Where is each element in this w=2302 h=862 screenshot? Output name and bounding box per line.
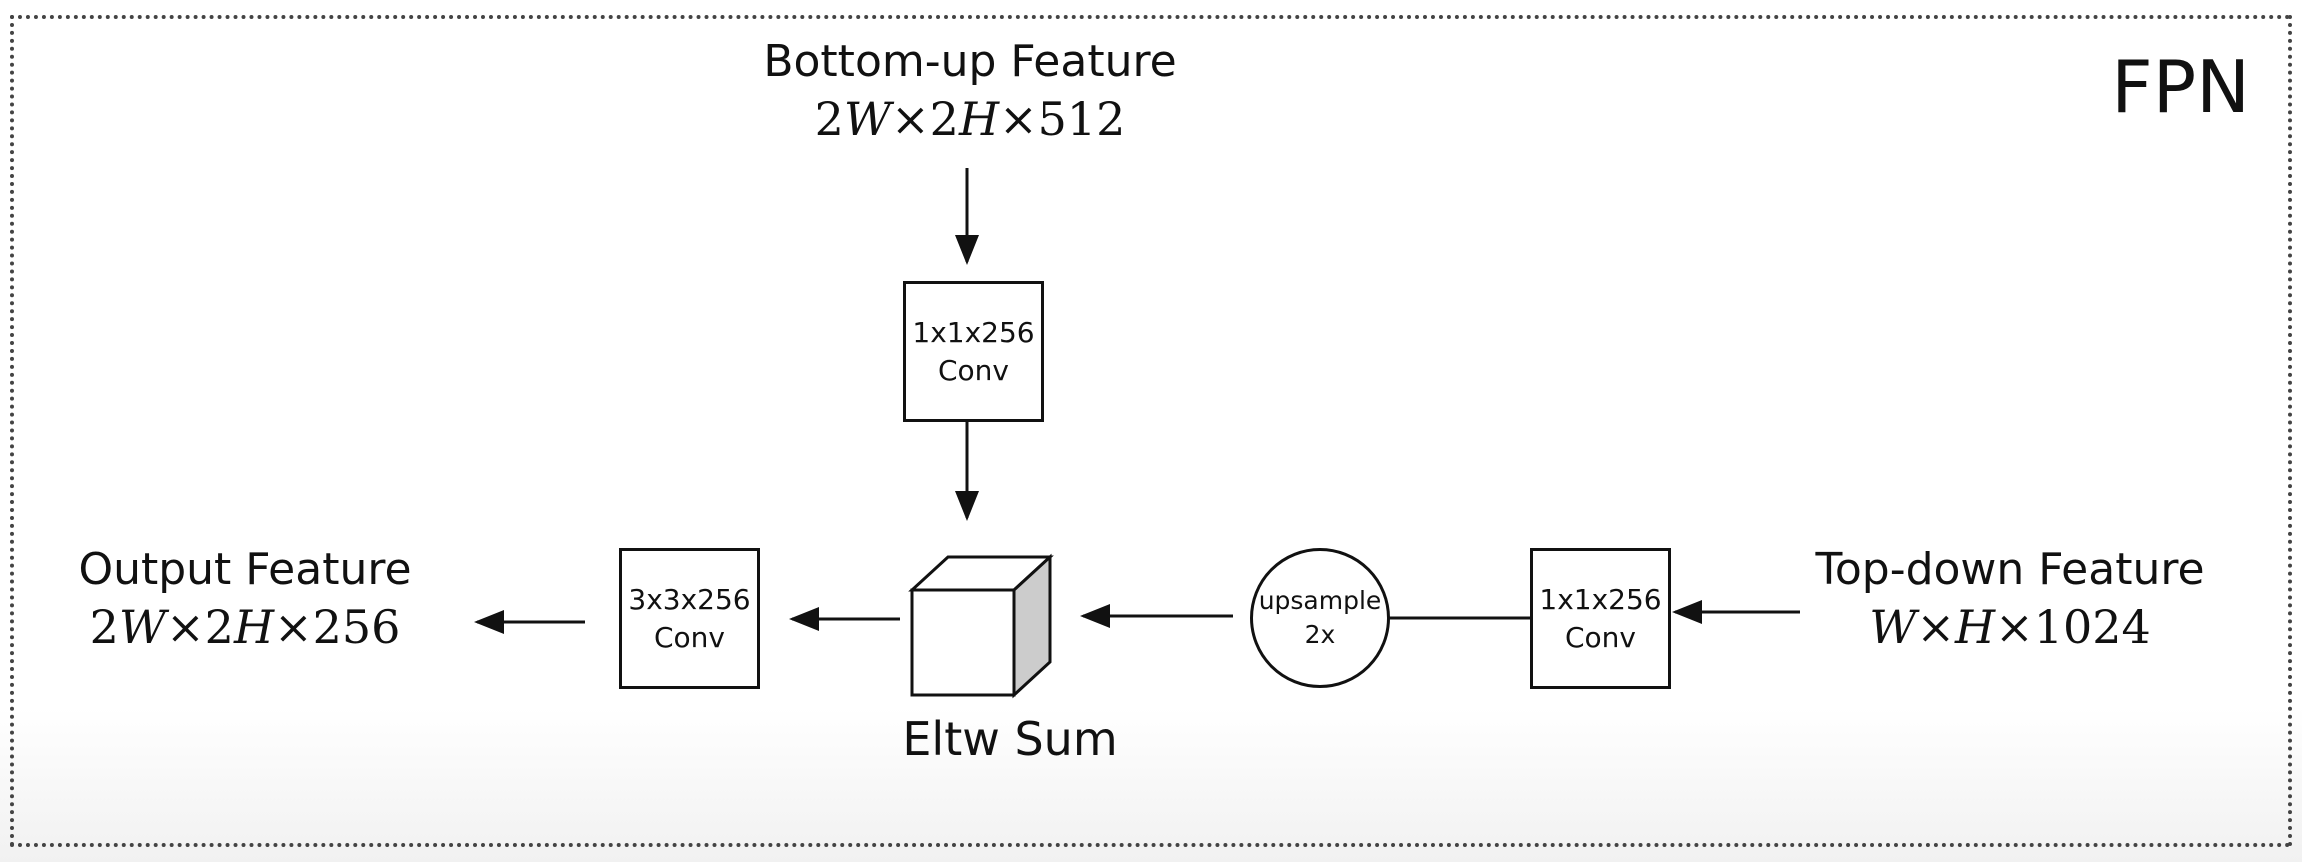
lateral-conv-box: 1x1x256 Conv [903, 281, 1044, 422]
topdown-conv-line2: Conv [1565, 620, 1636, 654]
lateral-conv-line1: 1x1x256 [912, 315, 1035, 349]
upsample-line1: upsample [1258, 586, 1382, 616]
eltw-sum-cube-icon [908, 553, 1054, 699]
output-conv-box: 3x3x256 Conv [619, 548, 760, 689]
output-feature-label: Output Feature 2W×2H×256 [30, 544, 460, 655]
output-conv-line1: 3x3x256 [628, 582, 751, 616]
upsample-circle: upsample 2x [1250, 548, 1390, 688]
lateral-conv-line2: Conv [938, 353, 1009, 387]
top-down-feature-dims: W×H×1024 [1869, 600, 2151, 655]
output-feature-dims: 2W×2H×256 [89, 600, 401, 655]
bottom-up-feature-name: Bottom-up Feature [763, 36, 1177, 87]
bottom-up-feature-dims: 2W×2H×512 [814, 92, 1126, 147]
diagram-title: FPN [2111, 45, 2250, 129]
output-conv-line2: Conv [654, 620, 725, 654]
top-down-feature-label: Top-down Feature W×H×1024 [1770, 544, 2250, 655]
upsample-line2: 2x [1304, 620, 1336, 649]
topdown-conv-line1: 1x1x256 [1539, 582, 1662, 616]
bottom-up-feature-label: Bottom-up Feature 2W×2H×512 [720, 36, 1220, 147]
dotted-frame [10, 15, 2292, 847]
topdown-conv-box: 1x1x256 Conv [1530, 548, 1671, 689]
eltw-sum-label: Eltw Sum [902, 712, 1118, 766]
top-down-feature-name: Top-down Feature [1815, 544, 2205, 595]
output-feature-name: Output Feature [78, 544, 412, 595]
